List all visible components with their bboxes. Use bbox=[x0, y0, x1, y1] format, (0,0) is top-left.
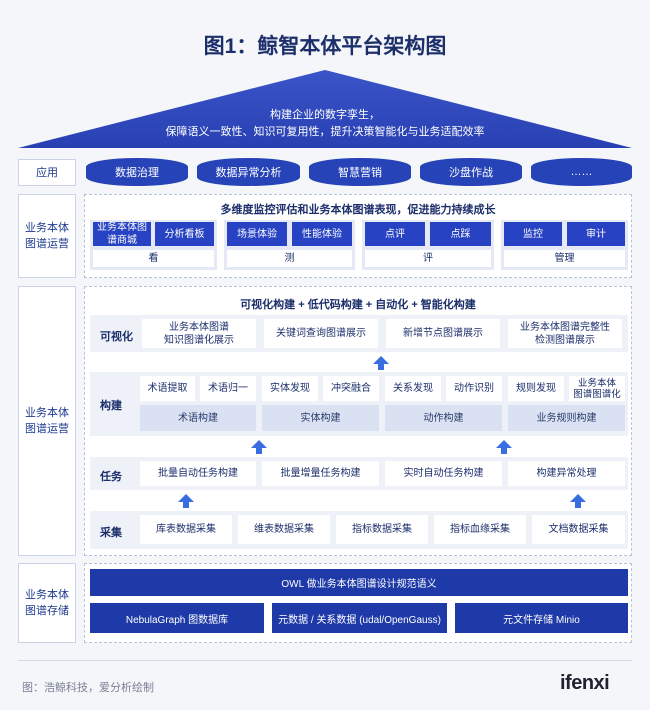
arrow-up-icon bbox=[496, 440, 512, 454]
construct-caption-action: 动作构建 bbox=[385, 405, 502, 431]
app-item-data-governance[interactable]: 数据治理 bbox=[86, 158, 188, 186]
ops-caption-test: 测 bbox=[227, 250, 352, 267]
storage-metadata[interactable]: 元数据 / 关系数据 (udal/OpenGauss) bbox=[272, 603, 447, 633]
operations-heading: 多维度监控评估和业务本体图谱表现，促进能力持续成长 bbox=[220, 204, 496, 216]
construct-item-relation-discover[interactable]: 关系发现 bbox=[385, 376, 441, 401]
arrow-up-icon bbox=[251, 440, 267, 454]
collect-label: 采集 bbox=[100, 527, 122, 539]
visual-label: 可视化 bbox=[100, 331, 133, 343]
task-item-realtime-auto[interactable]: 实时自动任务构建 bbox=[385, 461, 502, 486]
construct-item-conflict-fusion[interactable]: 冲突融合 bbox=[323, 376, 379, 401]
app-item-more[interactable]: …… bbox=[531, 158, 632, 186]
visual-item-3[interactable]: 新增节点图谱展示 bbox=[386, 319, 500, 348]
ops-item-performance-experience[interactable]: 性能体验 bbox=[292, 222, 352, 246]
ops-item-dashboard[interactable]: 分析看板 bbox=[155, 222, 214, 246]
ops-caption-review: 评 bbox=[365, 250, 491, 267]
ops-item-scenario-experience[interactable]: 场景体验 bbox=[227, 222, 287, 246]
ops-item-monitor[interactable]: 监控 bbox=[504, 222, 562, 246]
arrow-up-icon bbox=[570, 494, 586, 508]
ops-item-like[interactable]: 点评 bbox=[365, 222, 425, 246]
storage-label: 业务本体 图谱存储 bbox=[18, 563, 76, 643]
visual-item-1[interactable]: 业务本体图谱 知识图谱化展示 bbox=[142, 319, 256, 348]
construct-label: 构建 bbox=[100, 400, 122, 412]
collect-item-document[interactable]: 文档数据采集 bbox=[532, 515, 625, 544]
ops-item-ontology-mall[interactable]: 业务本体图谱商城 bbox=[93, 222, 151, 246]
app-item-sandbox[interactable]: 沙盘作战 bbox=[420, 158, 522, 186]
task-item-batch-incremental[interactable]: 批量增量任务构建 bbox=[262, 461, 379, 486]
construct-item-rule-discover[interactable]: 规则发现 bbox=[508, 376, 564, 401]
collect-item-lineage[interactable]: 指标血缘采集 bbox=[434, 515, 526, 544]
arrow-up-icon bbox=[373, 356, 389, 370]
footer-divider bbox=[18, 660, 632, 661]
construct-item-term-normalize[interactable]: 术语归一 bbox=[200, 376, 256, 401]
arrow-up-icon bbox=[178, 494, 194, 508]
build-heading: 可视化构建 + 低代码构建 + 自动化 + 智能化构建 bbox=[240, 299, 476, 311]
visual-item-4[interactable]: 业务本体图谱完整性 检测图谱展示 bbox=[508, 319, 622, 348]
task-item-exception[interactable]: 构建异常处理 bbox=[508, 461, 625, 486]
task-label: 任务 bbox=[100, 471, 122, 483]
build-label: 业务本体 图谱运营 bbox=[18, 286, 76, 556]
roof-line-2: 保障语义一致性、知识可复用性，提升决策智能化与业务适配效率 bbox=[165, 126, 485, 138]
app-item-anomaly-analysis[interactable]: 数据异常分析 bbox=[197, 158, 300, 186]
construct-item-entity-discover[interactable]: 实体发现 bbox=[262, 376, 318, 401]
storage-owl[interactable]: OWL 做业务本体图谱设计规范语义 bbox=[90, 569, 628, 596]
ops-caption-look: 看 bbox=[93, 250, 214, 267]
construct-item-ontology-graph[interactable]: 业务本体 图谱图谱化 bbox=[569, 376, 625, 401]
roof-triangle bbox=[18, 70, 632, 148]
construct-caption-entity: 实体构建 bbox=[262, 405, 379, 431]
construct-item-term-extract[interactable]: 术语提取 bbox=[140, 376, 195, 401]
source-note: 图：浩鲸科技，爱分析绘制 bbox=[22, 682, 154, 694]
page-title: 图1：鲸智本体平台架构图 bbox=[203, 35, 447, 58]
storage-minio[interactable]: 元文件存储 Minio bbox=[455, 603, 628, 633]
ifenxi-logo: ifenxi bbox=[560, 672, 610, 694]
app-item-smart-marketing[interactable]: 智慧营销 bbox=[309, 158, 411, 186]
ops-item-audit[interactable]: 审计 bbox=[567, 222, 625, 246]
visual-item-2[interactable]: 关键词查询图谱展示 bbox=[264, 319, 378, 348]
collect-item-metric[interactable]: 指标数据采集 bbox=[336, 515, 428, 544]
construct-caption-term: 术语构建 bbox=[140, 405, 256, 431]
construct-caption-rule: 业务规则构建 bbox=[508, 405, 625, 431]
application-label: 应用 bbox=[18, 159, 76, 186]
ops-caption-manage: 管理 bbox=[504, 250, 625, 267]
operations-label: 业务本体 图谱运营 bbox=[18, 194, 76, 278]
collect-item-table[interactable]: 库表数据采集 bbox=[140, 515, 232, 544]
task-item-batch-auto[interactable]: 批量自动任务构建 bbox=[140, 461, 256, 486]
roof-text: 构建企业的数字孪生， 保障语义一致性、知识可复用性，提升决策智能化与业务适配效率 bbox=[150, 107, 500, 141]
ops-item-dislike[interactable]: 点踩 bbox=[430, 222, 491, 246]
roof-line-1: 构建企业的数字孪生， bbox=[270, 109, 380, 121]
construct-item-action-recognize[interactable]: 动作识别 bbox=[446, 376, 502, 401]
collect-item-dim-table[interactable]: 维表数据采集 bbox=[238, 515, 330, 544]
storage-nebula[interactable]: NebulaGraph 图数据库 bbox=[90, 603, 264, 633]
